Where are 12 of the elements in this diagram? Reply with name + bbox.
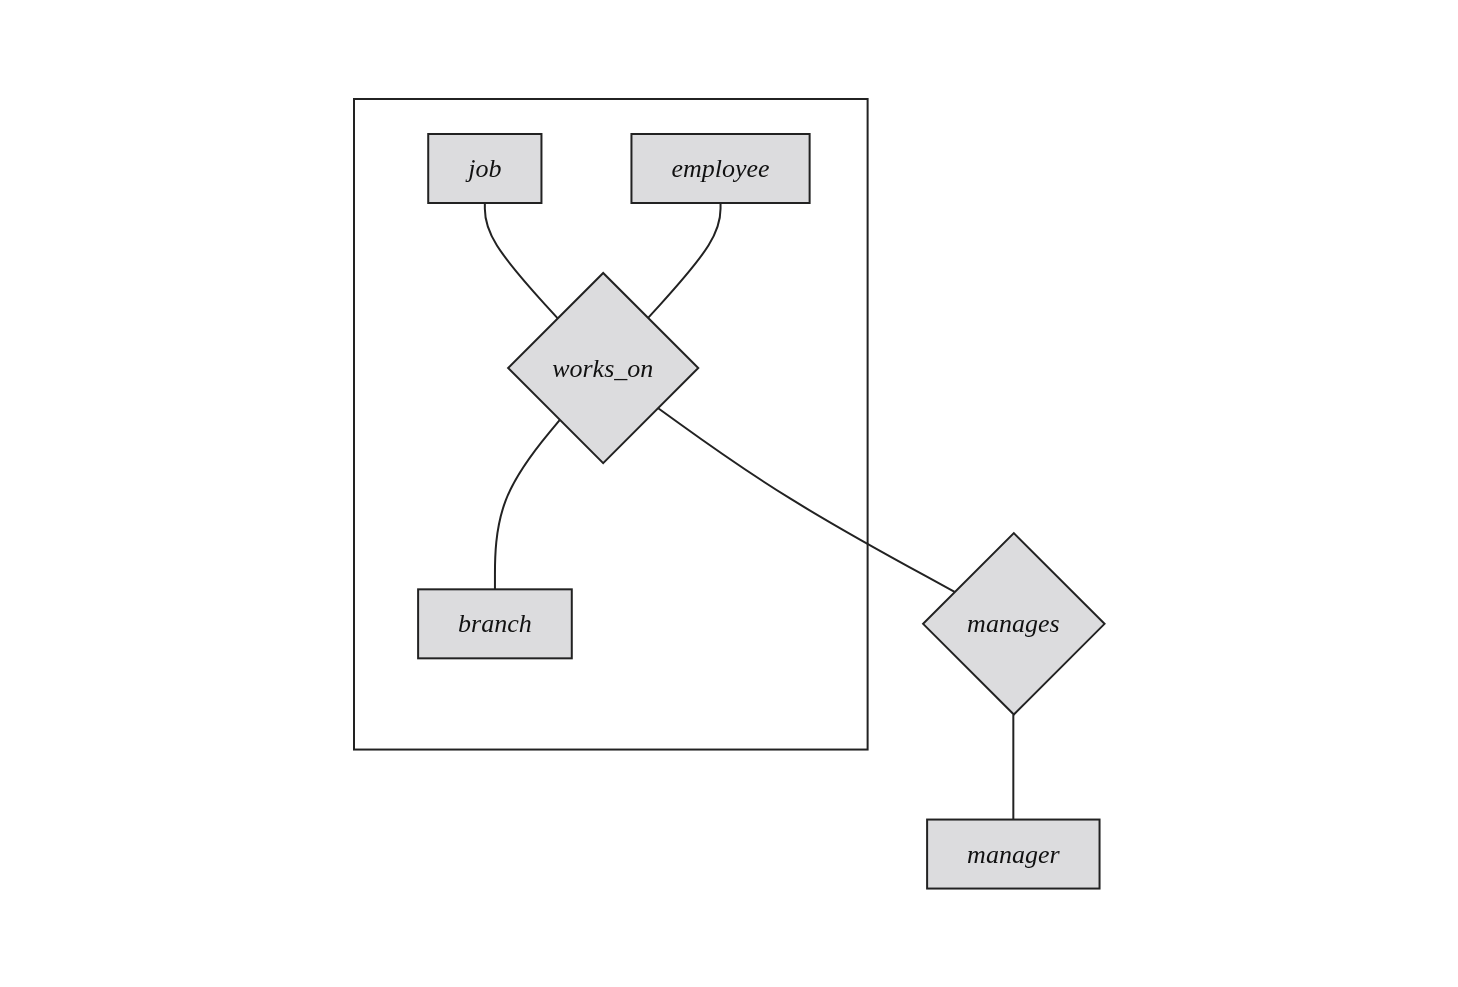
cluster <box>352 97 869 751</box>
node-box: employee <box>630 132 811 204</box>
connector <box>493 418 561 591</box>
connector <box>1012 713 1015 821</box>
node-box: branch <box>416 588 573 660</box>
connector <box>483 201 559 319</box>
node-box: job <box>426 132 543 204</box>
connector <box>656 406 956 593</box>
node-diamond: works_on <box>506 271 700 465</box>
connector <box>646 201 722 319</box>
node-diamond: manages <box>921 531 1106 716</box>
node-box: manager <box>925 818 1101 890</box>
